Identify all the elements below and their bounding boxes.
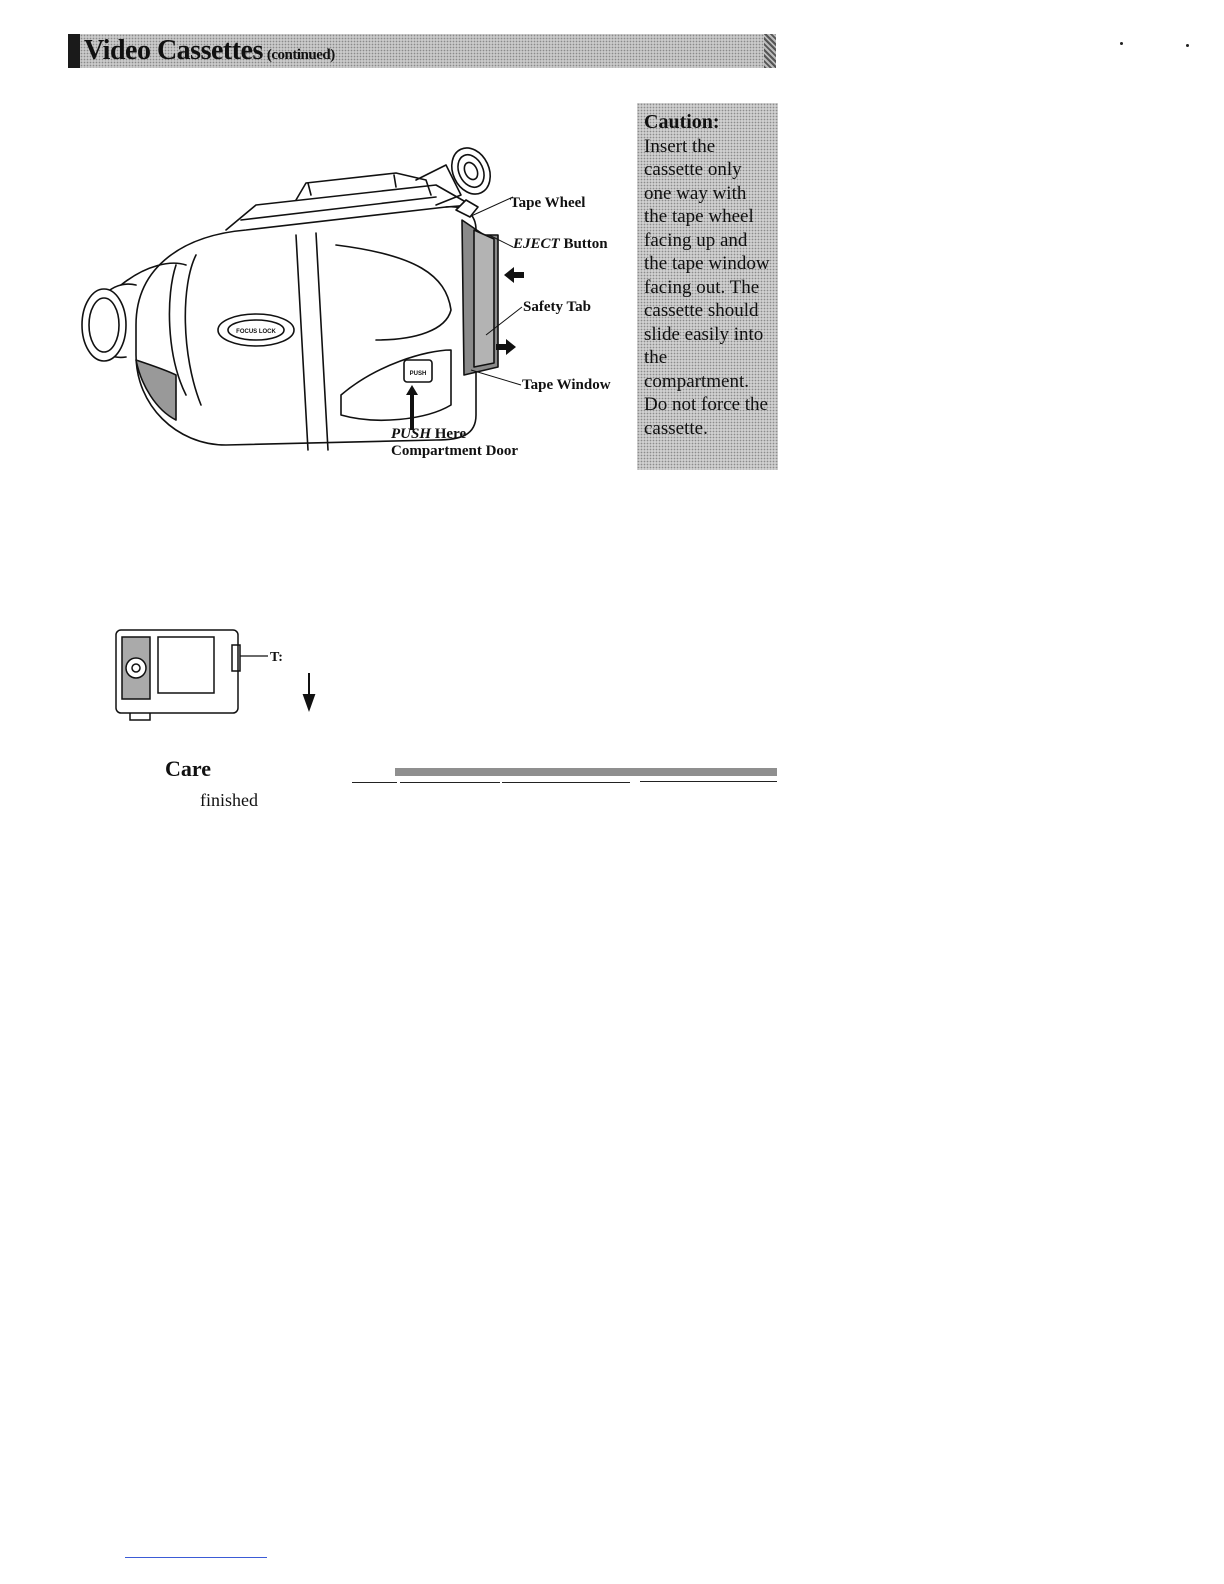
caution-sidebar: Caution: Insert the cassette only one wa… (637, 103, 778, 470)
label-eject-italic: EJECT (513, 236, 560, 252)
page-header-banner: Video Cassettes(continued) (68, 34, 776, 68)
cassette-illustration: T: (115, 629, 316, 721)
page-title-text: Video Cassettes (84, 35, 263, 66)
label-push-italic: PUSH (391, 426, 432, 442)
camcorder-illustration: PUSH FOCUS LOCK (81, 147, 524, 451)
care-rule-line (352, 782, 397, 783)
cassette-label: T: (270, 650, 283, 665)
care-text: finished (200, 790, 258, 810)
care-heading: Care (165, 756, 212, 781)
care-rule-line (640, 781, 777, 782)
header-lead-block (68, 34, 80, 68)
scan-dot (1186, 44, 1189, 47)
care-rule-line (400, 782, 500, 783)
camera-push-badge: PUSH (410, 371, 427, 377)
insert-arrow-icon (504, 267, 524, 283)
footer-link-underline (125, 1557, 267, 1558)
caution-heading: Caution: (644, 111, 720, 133)
label-push-rest: Here (431, 426, 467, 442)
label-eject-button: EJECT Button (513, 236, 608, 253)
header-end-block (764, 34, 776, 68)
scan-dot (1120, 42, 1123, 45)
eject-arrow-icon (496, 339, 516, 355)
camera-focus-badge: FOCUS LOCK (236, 329, 276, 335)
label-tape-window: Tape Window (522, 377, 611, 393)
caution-body: Insert the cassette only one way with th… (644, 135, 770, 439)
care-heading-rule (395, 768, 777, 776)
label-tape-wheel: Tape Wheel (510, 195, 586, 211)
push-up-arrow-icon (406, 385, 418, 430)
label-safety-tab: Safety Tab (523, 299, 591, 315)
care-rule-line (502, 782, 630, 783)
page-title-subtitle: (continued) (266, 47, 335, 63)
down-arrow-icon (302, 673, 316, 712)
label-compartment-door: Compartment Door (391, 443, 519, 459)
page-title: Video Cassettes(continued) (84, 35, 335, 67)
label-eject-rest: Button (559, 236, 608, 252)
label-push-here: PUSH Here (391, 426, 466, 443)
